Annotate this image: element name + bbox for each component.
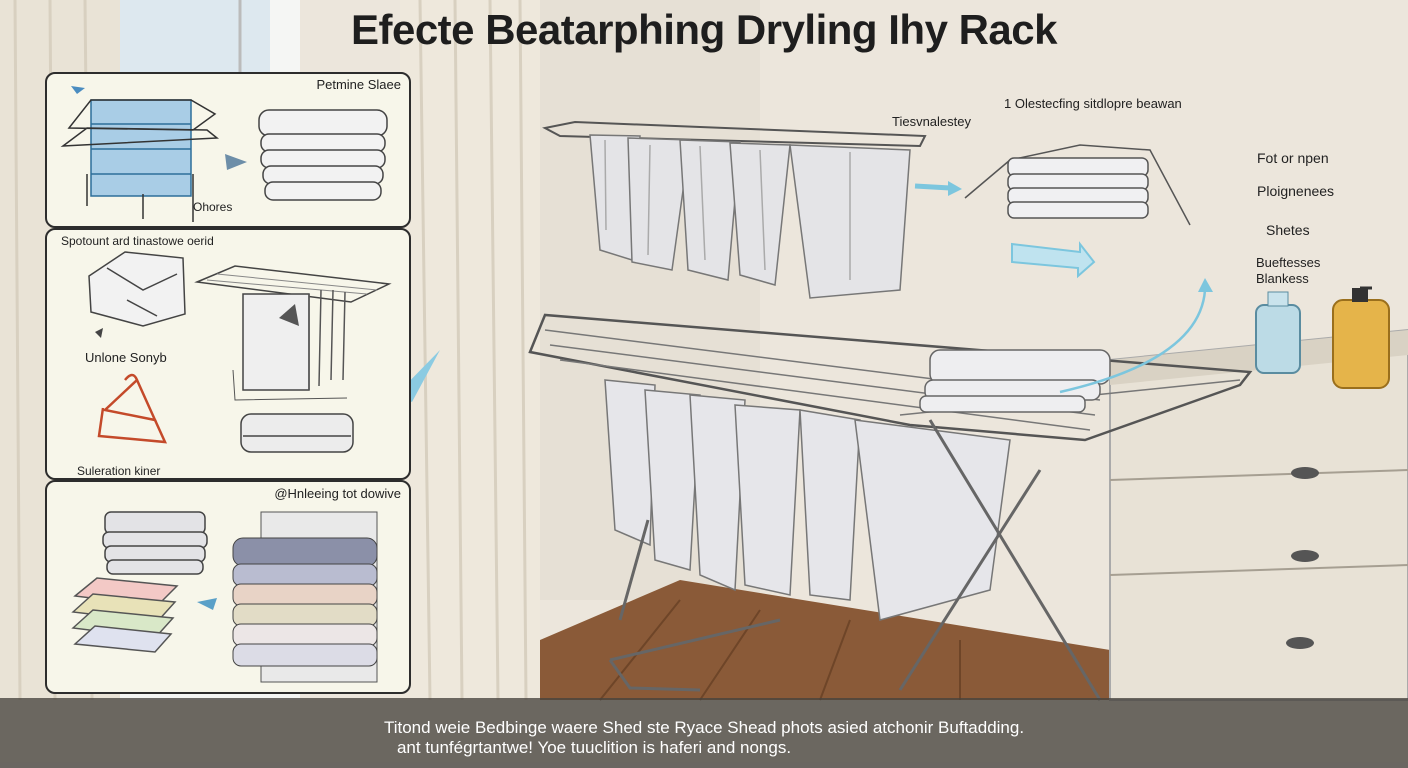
pastel-linens-icon <box>71 577 179 653</box>
caption-line-2: ant tunfégrtantwe! Yoe tuuclition is haf… <box>396 738 792 757</box>
arrow-icon <box>197 598 217 610</box>
panel-middle-label-a: Unlone Sonyb <box>85 350 167 365</box>
panel-top: Petmine Slaee Ohores <box>45 72 411 228</box>
folded-pillows-icon <box>258 109 388 201</box>
panel-top-heading: Petmine Slaee <box>316 77 401 92</box>
panel-top-note: Ohores <box>193 200 233 214</box>
panel-top-illustration <box>60 86 388 222</box>
folded-top-label: 1 Olestecfing sitdlopre beawan <box>1004 96 1182 111</box>
panel-bottom-illustration <box>71 511 378 683</box>
list-item-pillowcases: Ploignenees <box>1257 183 1335 199</box>
blue-bedding-rack-icon <box>60 86 220 222</box>
shelf-stack-icon <box>232 511 378 683</box>
folded-towel-icon <box>240 413 354 453</box>
upper-drying-rack <box>542 120 927 299</box>
panel-middle-label-b: Suleration kiner <box>77 464 161 478</box>
caption-line-1: Titond weie Bedbinge waere Shed ste Ryac… <box>383 718 1025 737</box>
folded-sheets-small-icon <box>102 511 208 575</box>
panel-middle-illustration <box>88 251 392 453</box>
folded-sheets-stack <box>964 144 1191 226</box>
hanger-icon <box>97 373 168 444</box>
caption-bar: Titond weie Bedbinge waere Shed ste Ryac… <box>0 698 1408 768</box>
panel-bottom-heading: @Hnleeing tot dowive <box>274 486 401 501</box>
crumpled-sheet-icon <box>88 251 186 327</box>
panel-middle: Spotount ard tinastowe oerid Unlone Sony… <box>45 228 411 480</box>
list-item-duvets: Bueftesses <box>1256 255 1321 270</box>
detergent-bottle-blue <box>1255 291 1301 374</box>
page-title: Efecte Beatarphing Dryling Ihy Rack <box>350 6 1058 53</box>
rack-top-label: Tiesvnalestey <box>892 114 971 129</box>
lower-drying-rack <box>528 313 1253 701</box>
arrow-icon <box>225 154 247 170</box>
list-item-open: Fot or npen <box>1257 150 1329 166</box>
rack-with-sheets-icon <box>194 265 392 401</box>
panel-bottom: @Hnleeing tot dowive <box>45 480 411 694</box>
detergent-bottle-yellow <box>1332 286 1390 389</box>
panel-middle-heading: Spotount ard tinastowe oerid <box>61 234 214 248</box>
list-item-sheets: Shetes <box>1266 222 1310 238</box>
list-item-blankets: Blankess <box>1256 271 1309 286</box>
